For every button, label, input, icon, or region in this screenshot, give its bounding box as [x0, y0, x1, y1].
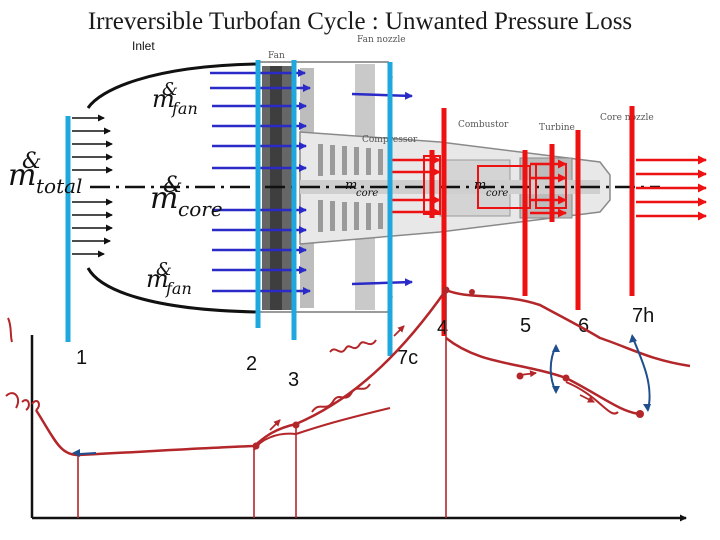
mdot-fan-bottom-label: m & fan: [146, 259, 192, 298]
svg-text:&: &: [22, 149, 42, 174]
mdot-fan-top-label: m & fan: [152, 79, 198, 118]
svg-text:m: m: [474, 178, 486, 193]
station-7h-label: 7h: [632, 305, 654, 327]
inlet-lower-lip: [86, 267, 259, 314]
svg-text:&: &: [163, 173, 183, 198]
svg-text:core: core: [486, 188, 508, 199]
core-nozzle-label: Core nozzle: [600, 113, 654, 123]
mdot-total-label: m & total: [8, 149, 82, 198]
svg-text:core: core: [178, 197, 223, 221]
svg-text:&: &: [162, 79, 178, 100]
mdot-core-turbine-label: m core: [474, 178, 508, 199]
station-4-label: 4: [437, 317, 448, 339]
station-5-label: 5: [520, 315, 531, 337]
svg-text:&: &: [156, 259, 172, 280]
fan-nozzle-label: Fan nozzle: [357, 35, 406, 45]
svg-text:m: m: [8, 158, 36, 193]
station-3-label: 3: [288, 369, 299, 391]
svg-text:m: m: [150, 181, 178, 216]
slide-title: Irreversible Turbofan Cycle : Unwanted P…: [87, 8, 633, 35]
inlet-upper-lip: [86, 62, 259, 109]
svg-text:total: total: [36, 174, 82, 198]
station-6-label: 6: [578, 315, 589, 337]
svg-text:m: m: [146, 265, 169, 293]
turbine-label: Turbine: [539, 123, 575, 133]
svg-text:m: m: [152, 85, 175, 113]
station-2-label: 2: [246, 353, 257, 375]
svg-text:fan: fan: [165, 279, 192, 298]
mdot-core-label: m & core: [150, 173, 223, 221]
hot-section-rings: [423, 155, 567, 215]
pressure-sketch: [5, 286, 691, 522]
svg-text:fan: fan: [171, 99, 198, 118]
core-flow-arrows: [390, 155, 707, 221]
engine-drawing: Fan Fan nozzle Compressor Combustor Turb…: [258, 35, 654, 313]
mdot-core-inner-label: m core: [345, 178, 378, 199]
inlet-label: Inlet: [132, 39, 155, 53]
station-7c-label: 7c: [397, 347, 418, 369]
svg-text:core: core: [356, 188, 378, 199]
combustor-label: Combustor: [458, 120, 509, 130]
station-1-label: 1: [76, 347, 87, 369]
inflow-arrows: [72, 114, 113, 258]
fan-label: Fan: [268, 51, 285, 61]
svg-text:m: m: [345, 178, 357, 193]
